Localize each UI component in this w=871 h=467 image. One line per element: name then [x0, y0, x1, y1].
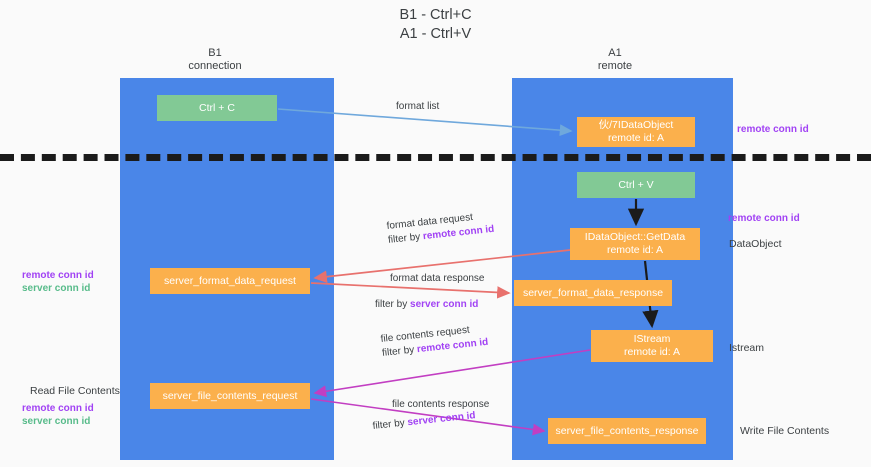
- box-ctrl-v[interactable]: Ctrl + V: [577, 172, 695, 198]
- conn-id-pair-bottom: remote conn id server conn id: [22, 402, 94, 428]
- conn-id-remote-label: remote conn id: [22, 403, 94, 414]
- box-istream[interactable]: IStream remote id: A: [591, 330, 713, 362]
- connector-file-contents-response: [310, 398, 546, 436]
- filter-prefix: filter by: [372, 417, 409, 432]
- edge-label-format-list: format list: [396, 101, 440, 112]
- box-idataobject-getdata[interactable]: IDataObject::GetData remote id: A: [570, 228, 700, 260]
- connector-format-list: [277, 108, 573, 137]
- box-server-format-data-request[interactable]: server_format_data_request: [150, 268, 310, 294]
- label-istream: Istream: [729, 342, 765, 354]
- edge-label-format-data-response: format data response: [390, 273, 485, 284]
- conn-id-remote-mid: remote conn id: [728, 213, 800, 224]
- conn-id-remote-top: remote conn id: [737, 124, 809, 135]
- diagram-title: B1 - Ctrl+C A1 - Ctrl+V: [399, 7, 472, 42]
- edge-label-format-data-response-filter: filter by server conn id: [375, 298, 478, 312]
- filter-key: server conn id: [410, 299, 479, 310]
- connector-format-data-request: [313, 249, 571, 283]
- box-idataobject[interactable]: 伙/7IDataObject remote id: A: [577, 117, 695, 147]
- conn-id-server-label: server conn id: [22, 416, 91, 427]
- filter-prefix: filter by: [375, 299, 411, 310]
- box-server-file-contents-response[interactable]: server_file_contents_response: [548, 418, 706, 444]
- column-header-a1: A1 remote: [597, 47, 633, 72]
- conn-id-pair-middle: remote conn id server conn id: [22, 269, 94, 295]
- box-server-file-contents-request[interactable]: server_file_contents_request: [150, 383, 310, 409]
- column-header-b1: B1 connection: [188, 47, 242, 72]
- filter-prefix: filter by: [381, 344, 418, 359]
- label-read-file-contents: Read File Contents: [30, 385, 120, 397]
- phase-divider: [0, 154, 871, 161]
- conn-id-remote-label: remote conn id: [22, 270, 94, 281]
- edge-label-file-contents-response: file contents response: [392, 399, 490, 410]
- filter-prefix: filter by: [387, 231, 424, 246]
- box-server-format-data-response[interactable]: server_format_data_response: [514, 280, 672, 306]
- connector-format-data-response: [310, 282, 511, 299]
- label-dataobject: DataObject: [729, 238, 782, 250]
- box-ctrl-c[interactable]: Ctrl + C: [157, 95, 277, 121]
- connector-file-contents-request: [313, 349, 591, 398]
- conn-id-server-label: server conn id: [22, 283, 91, 294]
- label-write-file-contents: Write File Contents: [740, 425, 830, 437]
